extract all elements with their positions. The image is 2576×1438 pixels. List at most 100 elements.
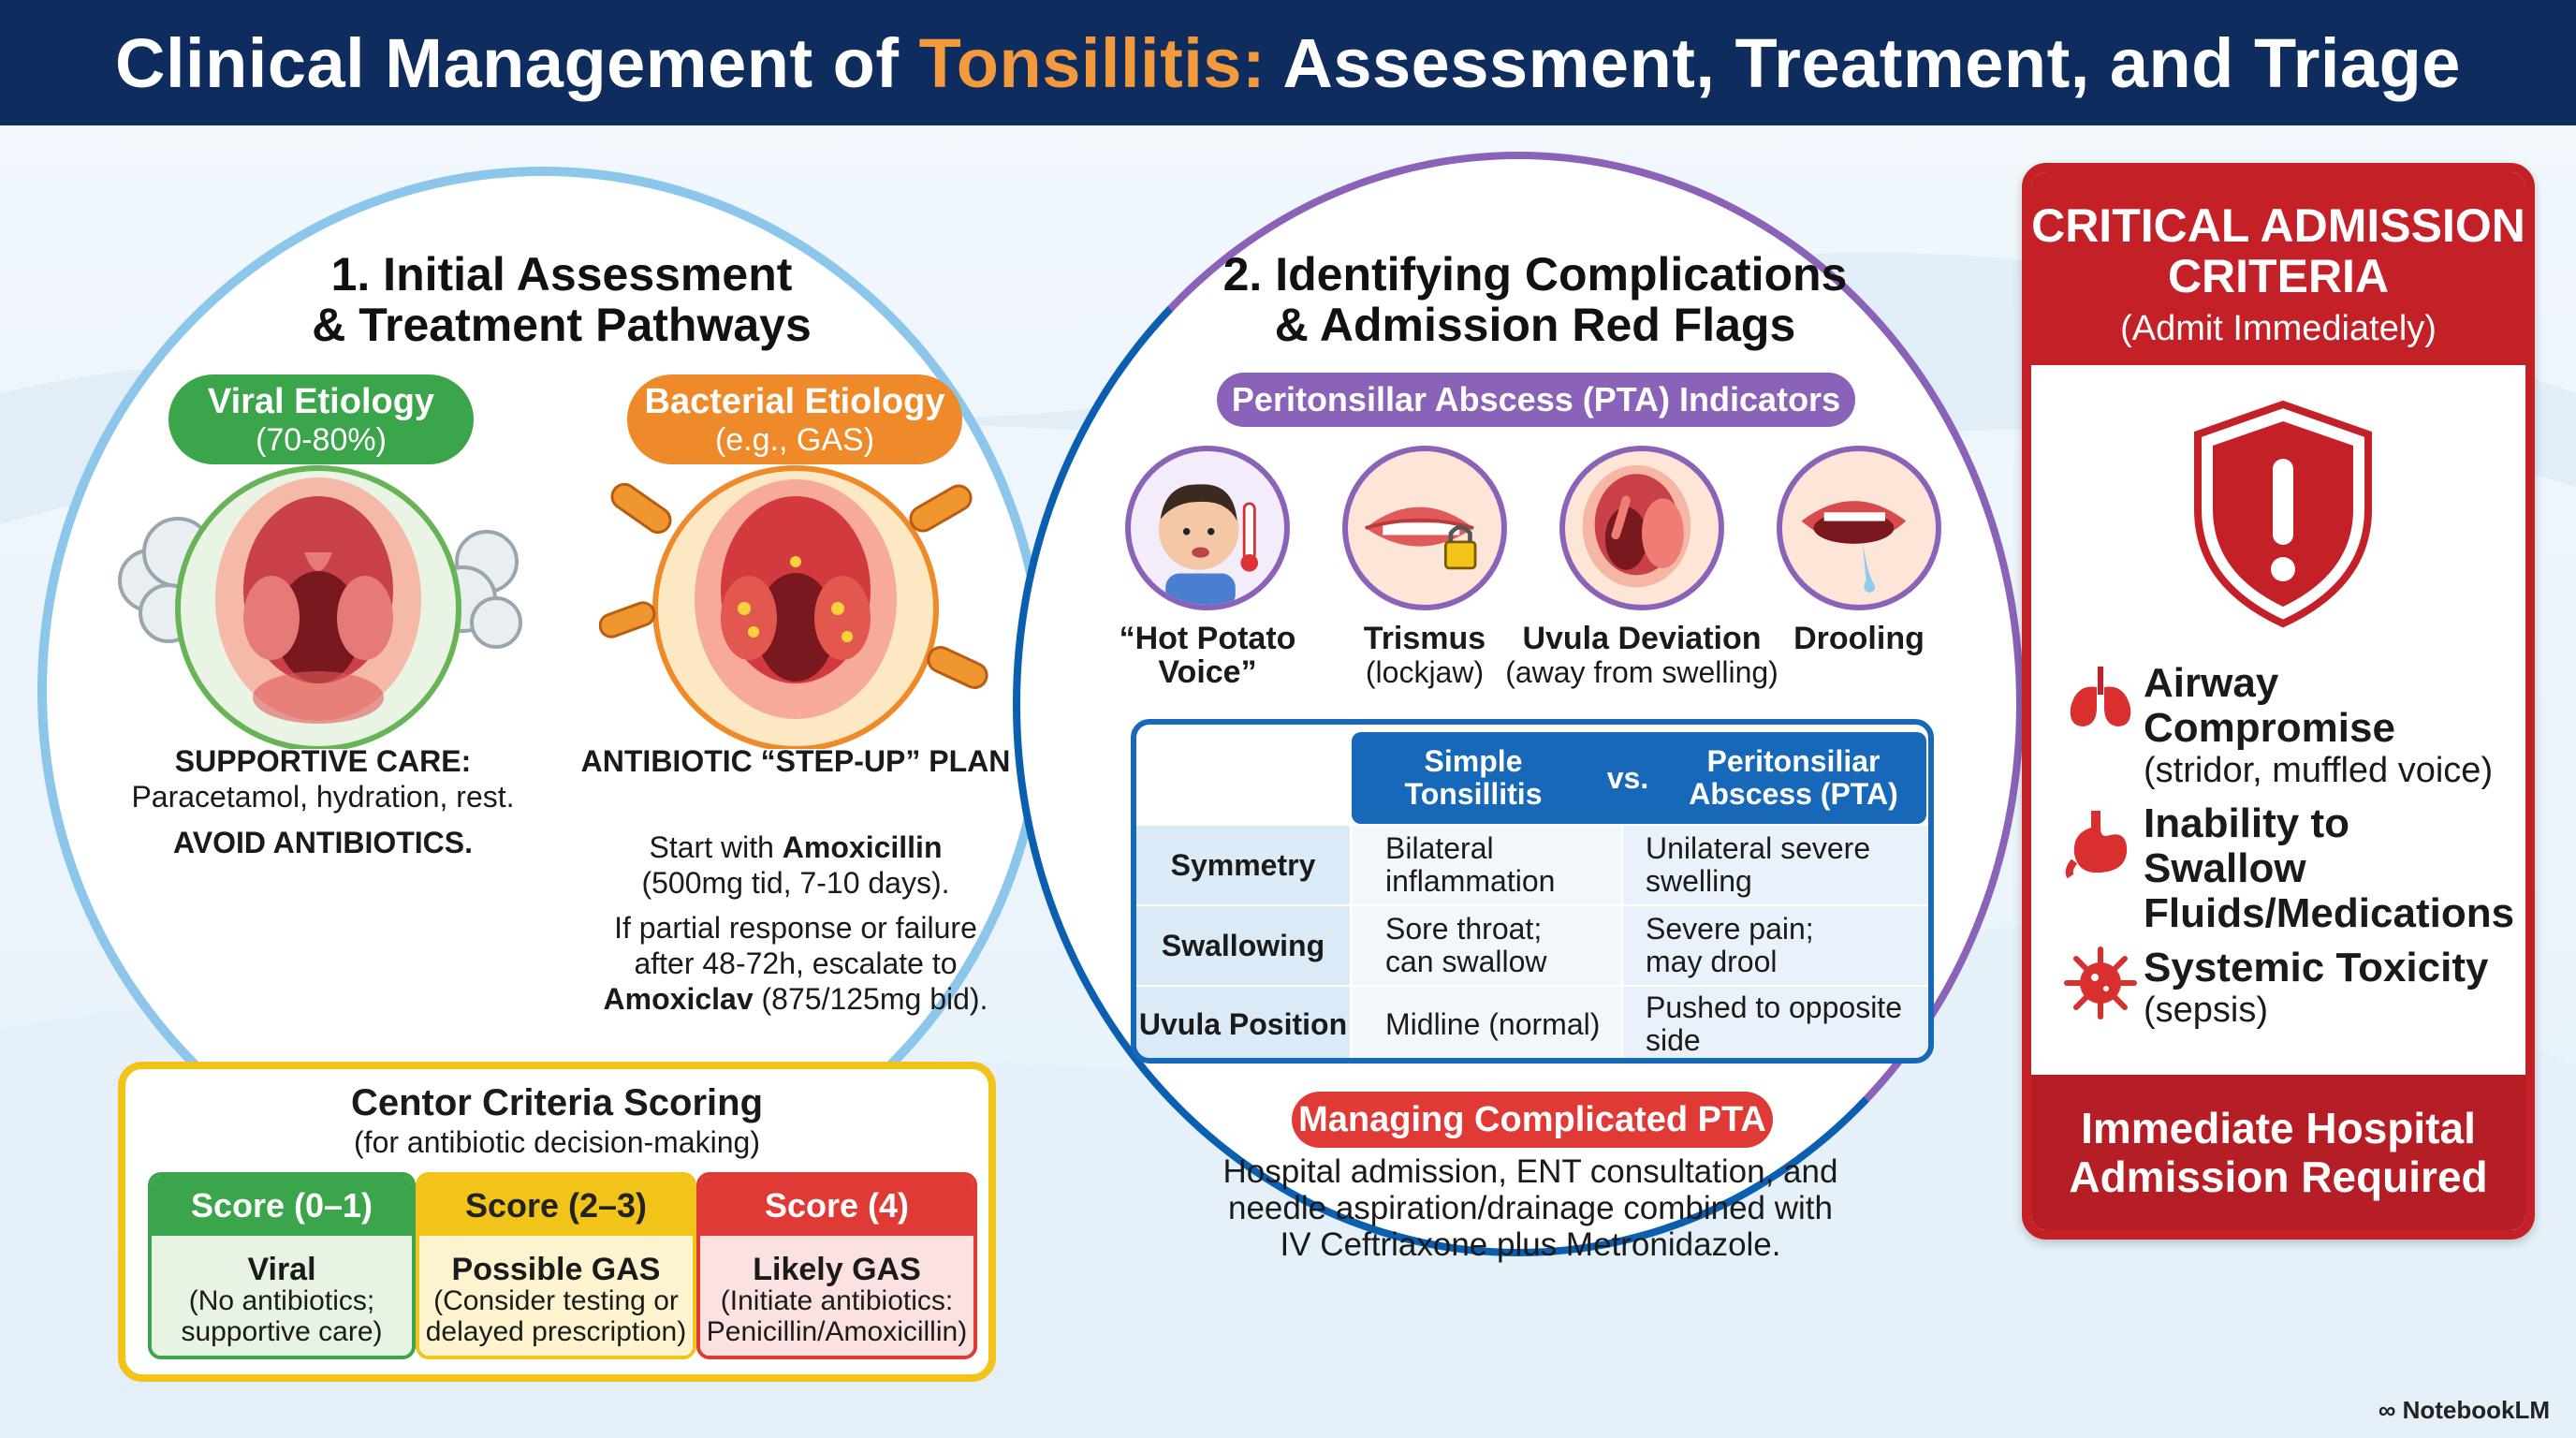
pta-indicators-pill: Peritonsillar Abscess (PTA) Indicators: [1217, 373, 1855, 427]
score-mid-line2: delayed prescription): [425, 1316, 687, 1347]
header-pta-line2: Abscess (PTA): [1689, 777, 1898, 811]
section-1-title: 1. Initial Assessment & Treatment Pathwa…: [281, 249, 842, 350]
critical-header: CRITICAL ADMISSION CRITERIA (Admit Immed…: [2031, 172, 2525, 365]
table-header-vs: vs.: [1606, 760, 1649, 795]
swallowing-simple-line2: can swallow: [1385, 945, 1547, 978]
footer-line1: Immediate Hospital: [2081, 1104, 2476, 1152]
indicator-trismus-line1: Trismus: [1363, 621, 1486, 656]
symmetry-pta-line1: Unilateral severe: [1646, 831, 1871, 865]
indicator-uvula-label: Uvula Deviation(away from swelling): [1501, 622, 1782, 689]
managing-pta-text: Hospital admission, ENT consultation, an…: [1161, 1153, 1900, 1263]
antibiotic-plan-start: Start with Amoxicillin (500mg tid, 7-10 …: [580, 829, 1011, 901]
header-simple-line2: Tonsillitis: [1404, 777, 1543, 811]
antibiotic-plan-escalation: If partial response or failure after 48-…: [580, 910, 1011, 1017]
score-mid-body: Possible GAS (Consider testing or delaye…: [419, 1236, 693, 1356]
table-row-uvula-label: Uvula Position: [1136, 987, 1350, 1058]
managing-line3: IV Ceftriaxone plus Metronidazole.: [1280, 1226, 1781, 1263]
score-column-high: Score (4) Likely GAS (Initiate antibioti…: [696, 1172, 977, 1359]
airway-sub: (stridor, muffled voice): [2144, 751, 2494, 790]
viral-throat-icon: [118, 465, 522, 749]
lungs-icon: [2070, 667, 2131, 726]
supportive-care-title: SUPPORTIVE CARE:: [174, 744, 472, 778]
bacterial-etiology-label: Bacterial Etiology: [644, 382, 945, 421]
indicator-hot-potato-line2: Voice”: [1158, 654, 1257, 690]
managing-line1: Hospital admission, ENT consultation, an…: [1222, 1153, 1838, 1190]
score-column-low: Score (0–1) Viral (No antibiotics; suppo…: [148, 1172, 416, 1359]
title-highlight: Tonsillitis:: [918, 23, 1266, 102]
section-2-circle: [1013, 152, 2024, 1256]
bacteria-icon: [2064, 946, 2137, 1020]
table-row-swallowing-label: Swallowing: [1136, 906, 1350, 985]
critical-title-line1: CRITICAL ADMISSION: [2031, 199, 2525, 252]
centor-criteria-box: Centor Criteria Scoring (for antibiotic …: [118, 1062, 996, 1382]
score-low-line2: supportive care): [181, 1316, 383, 1347]
score-high-header: Score (4): [700, 1176, 973, 1236]
swallowing-pta-line1: Severe pain;: [1646, 912, 1814, 946]
section-2-title: 2. Identifying Complications & Admission…: [1208, 249, 1863, 350]
critical-subtitle: (Admit Immediately): [2120, 309, 2437, 348]
critical-item-airway: Airway Compromise (stridor, muffled voic…: [2144, 661, 2518, 791]
antibiotic-plan-title: ANTIBIOTIC “STEP-UP” PLAN: [580, 744, 1011, 778]
section-1-title-line1: 1. Initial Assessment: [330, 248, 793, 301]
critical-item-swallow: Inability to Swallow Fluids/Medications: [2144, 801, 2518, 936]
centor-subtitle: (for antibiotic decision-making): [354, 1125, 760, 1159]
amoxiclav-dose: (875/125mg bid).: [753, 982, 988, 1016]
toxicity-title: Systemic Toxicity: [2144, 945, 2489, 990]
start-prefix: Start with: [649, 830, 783, 864]
toxicity-sub: (sepsis): [2144, 990, 2269, 1030]
footer-line2: Admission Required: [2069, 1152, 2488, 1201]
stomach-icon: [2065, 811, 2128, 879]
score-mid-line1: (Consider testing or: [433, 1285, 679, 1316]
score-high-main: Likely GAS: [753, 1252, 921, 1287]
swallowing-pta-line2: may drool: [1646, 945, 1778, 978]
supportive-care-text: Paracetamol, hydration, rest.: [131, 780, 515, 814]
warning-shield-icon: [2194, 400, 2372, 628]
section-1-title-line2: & Treatment Pathways: [312, 299, 812, 351]
table-row-swallowing-pta: Severe pain;may drool: [1623, 906, 1928, 985]
avoid-antibiotics-text: AVOID ANTIBIOTICS.: [173, 826, 473, 859]
critical-admission-panel: CRITICAL ADMISSION CRITERIA (Admit Immed…: [2022, 163, 2535, 1240]
uvula-pta-line2: side: [1646, 1023, 1701, 1057]
symmetry-simple-line2: inflammation: [1385, 864, 1556, 898]
centor-title: Centor Criteria Scoring: [350, 1082, 764, 1123]
indicator-drooling-line1: Drooling: [1793, 621, 1925, 656]
brand-text: NotebookLM: [2402, 1396, 2550, 1424]
score-mid-header: Score (2–3): [419, 1176, 693, 1236]
score-mid-main: Possible GAS: [451, 1252, 661, 1287]
managing-pta-pill: Managing Complicated PTA: [1292, 1092, 1773, 1148]
escalation-line1: If partial response or failure: [614, 911, 977, 945]
viral-etiology-pill: Viral Etiology (70-80%): [168, 374, 474, 464]
swallow-title-line2: Fluids/Medications: [2144, 890, 2515, 936]
escalation-line2: after 48-72h, escalate to: [634, 946, 958, 980]
indicator-trismus-label: Trismus(lockjaw): [1303, 622, 1546, 689]
title-prefix: Clinical Management of: [115, 23, 919, 102]
bacterial-throat-icon: [599, 465, 988, 749]
title-suffix: Assessment, Treatment, and Triage: [1266, 23, 2461, 102]
score-low-line1: (No antibiotics;: [188, 1285, 375, 1316]
amoxicillin-dose: (500mg tid, 7-10 days).: [641, 866, 950, 900]
score-high-line1: (Initiate antibiotics:: [720, 1285, 954, 1316]
indicator-trismus-line2: (lockjaw): [1365, 655, 1485, 689]
table-row-symmetry-label: Symmetry: [1136, 826, 1350, 904]
score-low-header: Score (0–1): [152, 1176, 412, 1236]
viral-etiology-sub: (70-80%): [256, 422, 387, 458]
table-header: [1352, 732, 1926, 824]
symmetry-simple-line1: Bilateral: [1385, 831, 1494, 865]
swallowing-simple-line1: Sore throat;: [1385, 912, 1543, 946]
indicator-hot-potato-line1: “Hot Potato: [1119, 621, 1296, 656]
header-simple-line1: Simple: [1424, 744, 1523, 778]
indicator-drooling-label: Drooling: [1737, 622, 1981, 655]
page-header: Clinical Management of Tonsillitis: Asse…: [0, 0, 2576, 125]
uvula-deviation-icon: [1559, 446, 1724, 610]
brand-watermark: ∞ NotebookLM: [2378, 1396, 2550, 1424]
amoxiclav-text: Amoxiclav: [603, 982, 754, 1016]
hot-potato-voice-icon: [1125, 446, 1290, 610]
indicator-uvula-line1: Uvula Deviation: [1522, 621, 1762, 656]
bacterial-etiology-sub: (e.g., GAS): [714, 422, 875, 458]
